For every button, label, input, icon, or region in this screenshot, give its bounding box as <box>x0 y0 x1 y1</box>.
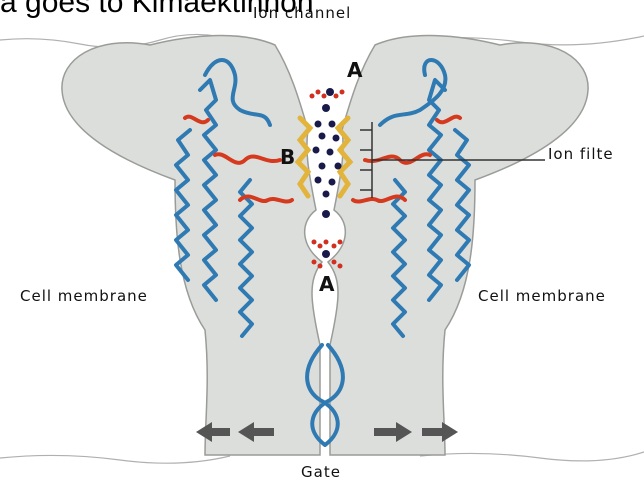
label-cell-membrane-left: Cell membrane <box>20 287 148 305</box>
label-cell-membrane-right: Cell membrane <box>478 287 606 305</box>
ion-cluster-top <box>310 88 345 99</box>
label-site-a-bottom: A <box>319 272 334 296</box>
channel-protein-body <box>62 36 322 455</box>
label-site-a-top: A <box>347 58 362 82</box>
label-gate: Gate <box>301 463 341 481</box>
label-ion-filter: Ion filte <box>548 145 614 163</box>
membrane-bottom-line <box>0 452 644 463</box>
channel-protein-body-right <box>328 36 588 455</box>
label-ion-channel: Ion channel <box>253 4 351 22</box>
ion-dark-mid <box>322 210 330 218</box>
ion-dark <box>322 104 330 112</box>
gate-knot <box>307 345 343 445</box>
label-site-b: B <box>280 145 295 169</box>
ion-column <box>313 121 342 198</box>
